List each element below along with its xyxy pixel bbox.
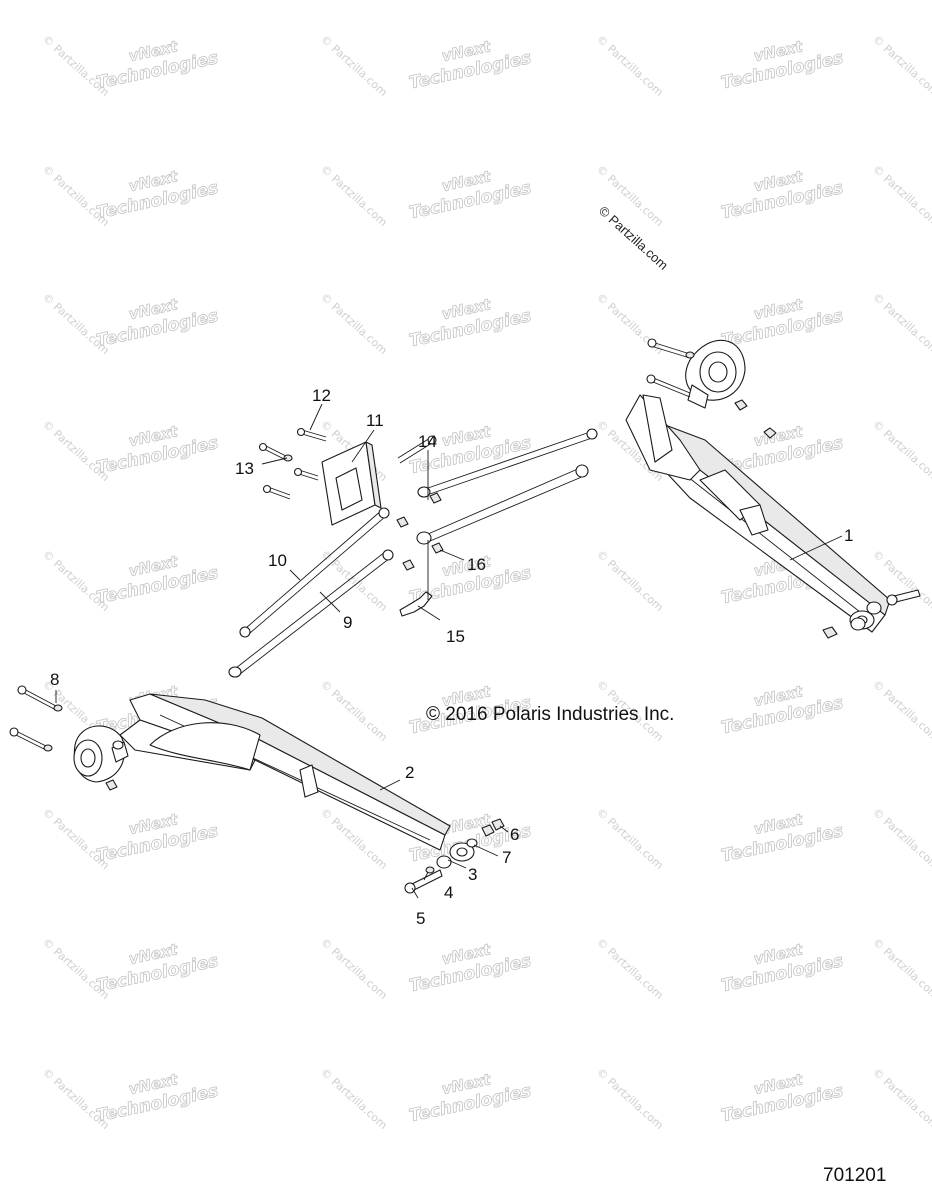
nut-knuckle-right-a [734, 399, 748, 411]
watermark-site: © Partzilla.com [594, 1066, 666, 1132]
watermark-site: © Partzilla.com [318, 291, 390, 357]
knuckle-left [73, 725, 129, 783]
radius-rod-lower-right [416, 464, 589, 545]
watermark-site: © Partzilla.com [318, 1066, 390, 1132]
watermark-site: © Partzilla.com [870, 418, 932, 484]
watermark-site: © Partzilla.com [318, 548, 390, 614]
bolt-bracket-13a [258, 442, 293, 462]
callout-14: 14 [418, 432, 437, 451]
watermark-site: © Partzilla.com [870, 678, 932, 744]
callout-2: 2 [405, 763, 414, 782]
radius-rod-lower-left [228, 549, 394, 678]
callout-11: 11 [366, 411, 384, 430]
watermark-site: © Partzilla.com [40, 936, 112, 1002]
bolt-arm-mount-left [112, 740, 124, 750]
trailing-arm-right [625, 394, 891, 633]
watermark-site: © Partzilla.com [594, 33, 666, 99]
callout-1: 1 [844, 526, 853, 545]
leader-lines [55, 403, 843, 899]
radius-rod-upper-left [239, 507, 390, 638]
watermark-site: © Partzilla.com [594, 806, 666, 872]
nut-knuckle-right-b [763, 427, 777, 439]
watermark-site: © Partzilla.com [40, 33, 112, 99]
bolt-bracket-12 [296, 427, 327, 442]
watermark-site: © Partzilla.com [40, 163, 112, 229]
watermark-site: © Partzilla.com [40, 1066, 112, 1132]
bolt-bracket-13b [293, 467, 319, 481]
pivot-hardware-right [822, 589, 921, 639]
bolt-bracket-13c [262, 484, 291, 500]
callout-4: 4 [444, 883, 453, 902]
watermark-site: © Partzilla.com [870, 936, 932, 1002]
watermark-site: © Partzilla.com [40, 418, 112, 484]
watermark-site: © Partzilla.com [870, 291, 932, 357]
callout-8: 8 [50, 670, 59, 689]
bolt-14 [397, 435, 437, 464]
pivot-hardware-left [404, 818, 505, 894]
diagram-code: 701201 [823, 1165, 886, 1186]
nut-rod-a [429, 492, 442, 504]
bolt-knuckle-mid-right [646, 374, 691, 398]
mounting-bracket [321, 441, 382, 526]
callout-5: 5 [416, 909, 425, 928]
callout-15: 15 [446, 627, 465, 646]
nut-rod-b [396, 516, 409, 528]
watermark-site: © Partzilla.com [40, 548, 112, 614]
watermark-site: © Partzilla.com [594, 936, 666, 1002]
watermark-site: © Partzilla.com [594, 548, 666, 614]
callout-13: 13 [235, 459, 254, 478]
nut-16 [431, 542, 444, 554]
callout-7: 7 [502, 848, 511, 867]
bolt-knuckle-mid-left [9, 727, 53, 752]
watermark-site: © Partzilla.com [318, 936, 390, 1002]
callouts: 1 2 3 4 5 6 7 8 9 10 11 12 13 14 15 16 [50, 386, 853, 928]
watermark-site: © Partzilla.com [870, 163, 932, 229]
nut-knuckle-left [105, 779, 118, 791]
watermark-site: © Partzilla.com [870, 1066, 932, 1132]
trailing-arm-left [119, 693, 475, 862]
callout-16: 16 [467, 555, 486, 574]
callout-9: 9 [343, 613, 352, 632]
callout-12: 12 [312, 386, 331, 405]
watermark-site: © Partzilla.com [870, 33, 932, 99]
callout-10: 10 [268, 551, 287, 570]
watermark-site: © Partzilla.com [318, 163, 390, 229]
clip-15 [399, 591, 433, 617]
watermark-site: © Partzilla.com [40, 806, 112, 872]
bolt-knuckle-top-right [647, 338, 695, 359]
callout-6: 6 [510, 825, 519, 844]
nut-rod-c [402, 559, 415, 571]
watermark-site: © Partzilla.com [318, 678, 390, 744]
bolt-knuckle-top-left [17, 685, 63, 712]
radius-rod-upper-right [417, 428, 598, 498]
callout-3: 3 [468, 865, 477, 884]
watermark-site: © Partzilla.com [318, 33, 390, 99]
watermark-site: © Partzilla.com [870, 806, 932, 872]
watermark-site: © Partzilla.com [40, 291, 112, 357]
knuckle-right [685, 339, 746, 409]
copyright: © 2016 Polaris Industries Inc. [426, 704, 674, 725]
